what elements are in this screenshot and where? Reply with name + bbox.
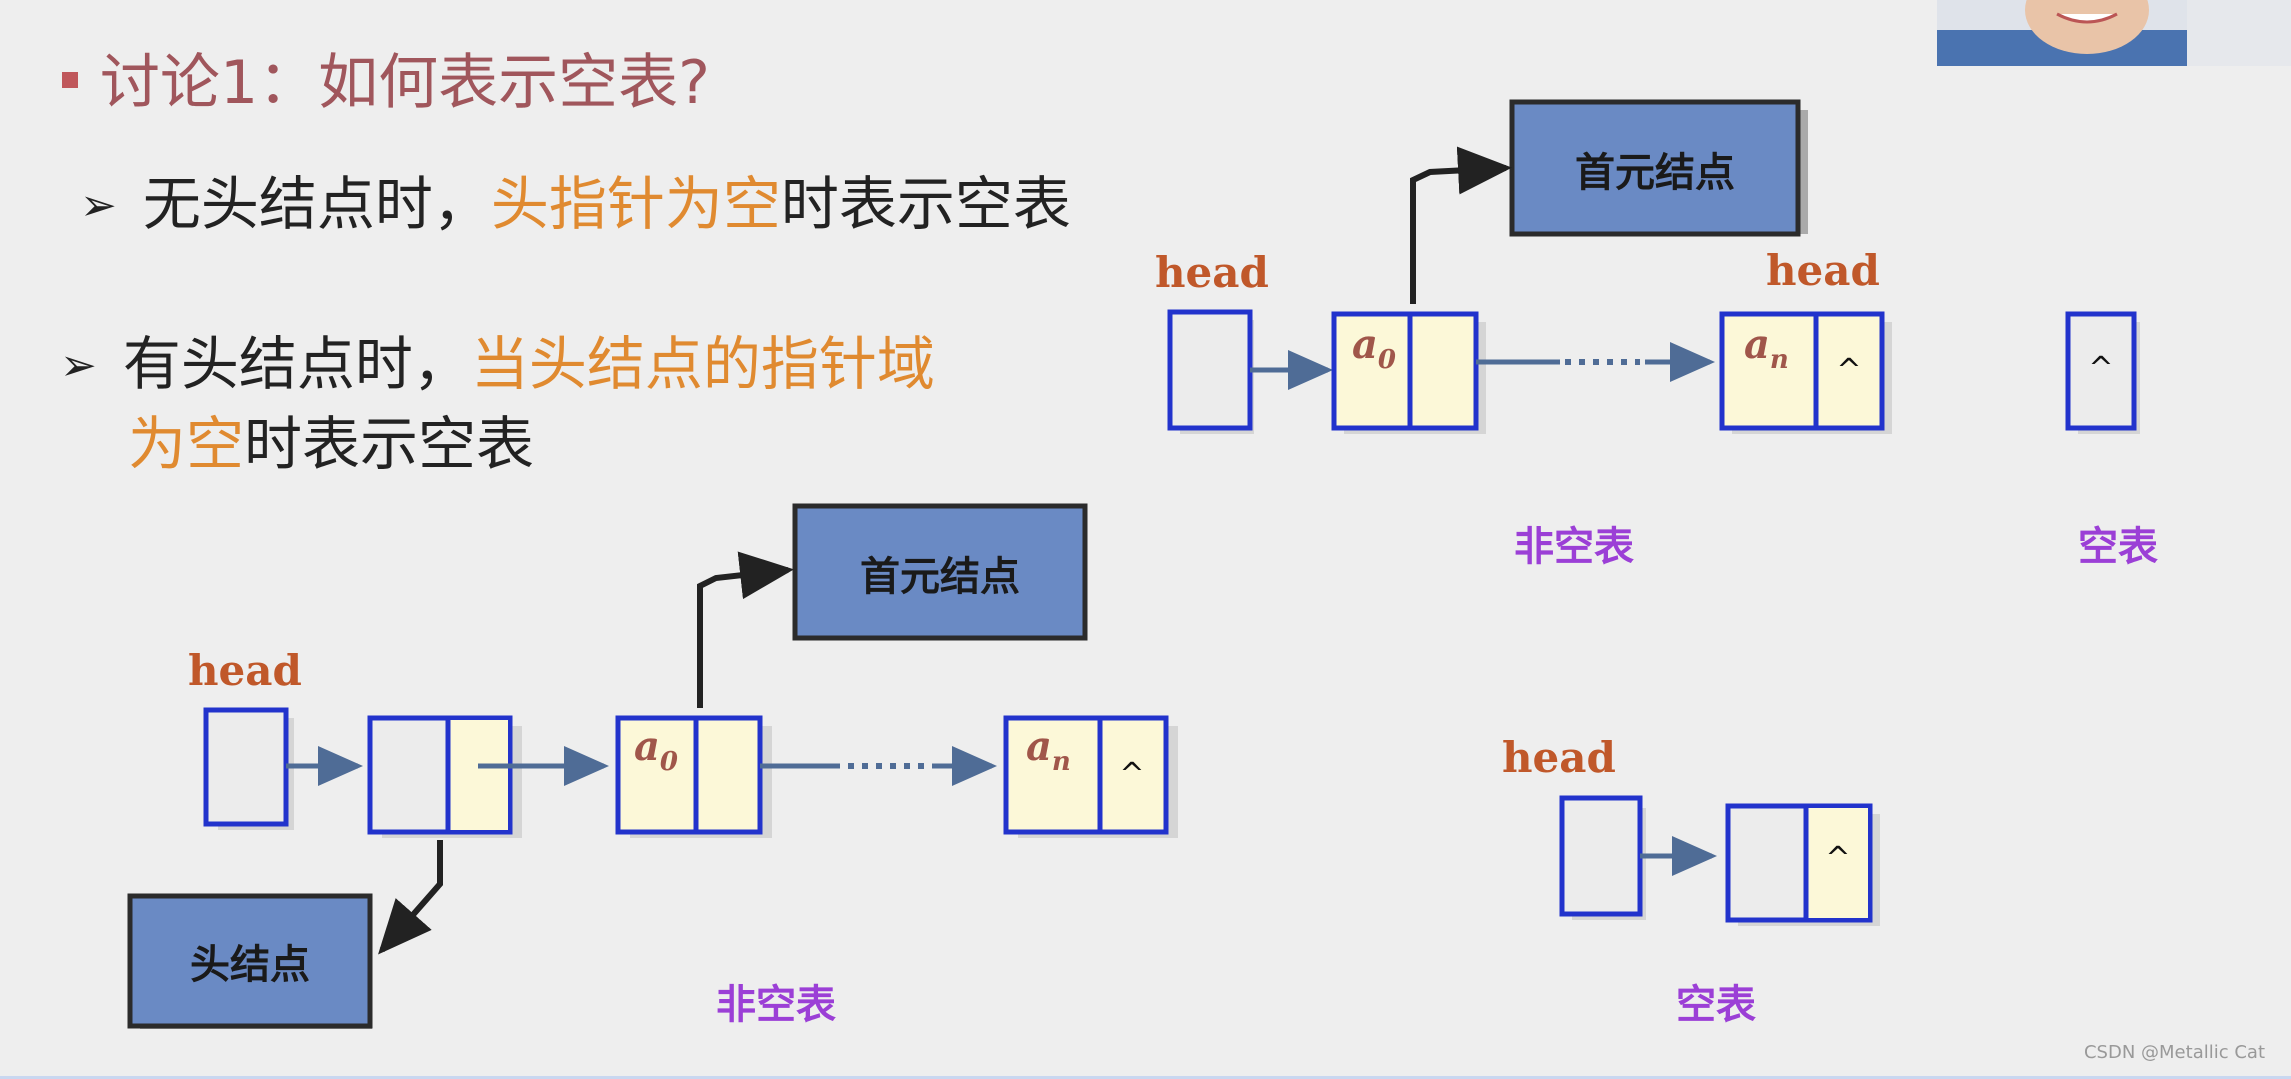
head-node-label: 头结点 [190, 942, 310, 988]
head-pointer-box [2065, 311, 2137, 431]
first-node-label: 首元结点 [860, 554, 1020, 600]
head-label: head [1155, 248, 1269, 297]
nonempty-caption: 非空表 [716, 982, 836, 1028]
head-label: head [1766, 246, 1880, 295]
head-label: head [188, 646, 302, 695]
node-an [1003, 715, 1169, 835]
pointer-arrow [697, 551, 794, 708]
diagram-no-head-nonempty: 首元结点 head a0 an ^ 非空表 [1155, 99, 1892, 570]
arrow-bullet-icon: ➢ [60, 340, 97, 391]
bottom-border [0, 1076, 2291, 1079]
node-an [1719, 311, 1885, 431]
first-node-label-box [792, 503, 1088, 641]
null-symbol: ^ [1836, 353, 1861, 388]
slide-title: 讨论1：如何表示空表? [62, 48, 710, 118]
head-label: head [1502, 733, 1616, 782]
empty-caption: 空表 [1676, 982, 1756, 1028]
bullet-square-icon [62, 72, 78, 89]
bullet2-highlight-b: 为空 [128, 410, 245, 478]
bullet2-text-a: 有头结点时， [122, 330, 471, 398]
svg-text:an: an [1744, 321, 1789, 375]
arrow-bullet-icon: ➢ [80, 180, 117, 231]
null-symbol: ^ [1119, 757, 1144, 792]
first-node-label-box [1509, 99, 1801, 237]
pointer-arrow [1410, 146, 1512, 304]
empty-caption: 空表 [2078, 524, 2158, 570]
head-pointer-box [1167, 309, 1253, 431]
diagram-head-node-empty: head ^ 空表 [1502, 733, 1880, 1028]
bullet2-highlight-a: 当头结点的指针域 [470, 330, 935, 398]
diagram-no-head-empty: head ^ 空表 [1766, 246, 2158, 570]
bullet1-highlight: 头指针为空 [490, 170, 781, 238]
bullet-with-head-node: ➢ 有头结点时，当头结点的指针域 [60, 328, 935, 406]
bullet1-text-a: 无头结点时， [142, 170, 491, 238]
bullet-no-head-node: ➢ 无头结点时，头指针为空时表示空表 [80, 168, 1071, 246]
diagram-head-node-nonempty: 首元结点 head 头结点 a0 an [127, 503, 1178, 1029]
watermark: CSDN @Metallic Cat [2083, 1042, 2265, 1063]
node-a0 [1331, 311, 1479, 431]
bullet-with-head-node-line2: 为空时表示空表 [128, 408, 534, 480]
null-symbol: ^ [1825, 841, 1850, 876]
svg-text:a0: a0 [1352, 321, 1396, 375]
nonempty-caption: 非空表 [1514, 524, 1634, 570]
title-text: 讨论1：如何表示空表? [100, 48, 711, 118]
node-a0 [615, 715, 763, 835]
bullet1-text-b: 时表示空表 [780, 170, 1071, 238]
head-node-label-box [127, 893, 373, 1029]
person-webcam-icon [1937, 0, 2291, 66]
head-pointer-box [1559, 795, 1643, 917]
pointer-arrow [378, 840, 443, 955]
null-symbol: ^ [2088, 351, 2113, 386]
bullet2-text-b: 时表示空表 [244, 410, 535, 478]
head-pointer-box [203, 707, 289, 827]
svg-text:an: an [1026, 723, 1071, 777]
first-node-label: 首元结点 [1575, 150, 1735, 196]
svg-text:a0: a0 [634, 723, 678, 777]
